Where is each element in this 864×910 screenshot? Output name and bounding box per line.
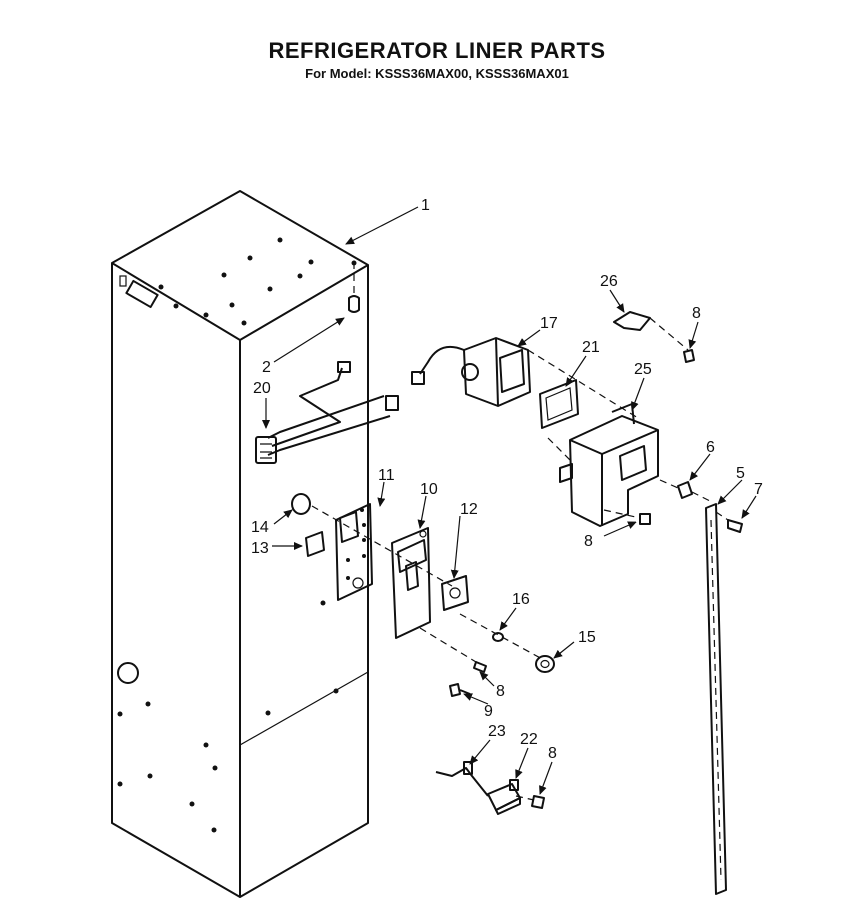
part-12-gasket — [441, 575, 469, 611]
part-22-switch — [487, 779, 521, 815]
callout-8-switch: 8 — [548, 745, 557, 762]
callout-labels: 1 2 20 11 10 12 14 13 17 21 26 8 25 6 5 … — [251, 197, 763, 762]
callout-6: 6 — [706, 439, 715, 456]
liner-cabinet — [111, 190, 369, 898]
leader-lines — [262, 206, 757, 795]
callout-17: 17 — [540, 315, 558, 332]
part-8-screw-lower — [419, 627, 487, 673]
callout-9: 9 — [484, 703, 493, 720]
part-11-bracket — [335, 503, 373, 601]
callout-14: 14 — [251, 519, 269, 536]
callout-7: 7 — [754, 481, 763, 498]
page-title: REFRIGERATOR LINER PARTS — [268, 38, 606, 63]
part-2-plug — [348, 262, 360, 313]
part-20-wire-harness — [255, 361, 399, 464]
callout-2: 2 — [262, 359, 271, 376]
callout-15: 15 — [578, 629, 596, 646]
part-23-wire — [435, 761, 489, 797]
callout-10: 10 — [420, 481, 438, 498]
callout-23: 23 — [488, 723, 506, 740]
part-6-nut — [659, 479, 713, 503]
part-9-screw — [449, 683, 471, 697]
part-10-housing — [391, 527, 431, 639]
part-8-screw-cover — [603, 509, 651, 525]
callout-20: 20 — [253, 380, 271, 397]
callout-8-cover: 8 — [584, 533, 593, 550]
part-15-knob — [535, 655, 555, 673]
callout-12: 12 — [460, 501, 478, 518]
part-14-button — [291, 493, 311, 515]
part-8-screw-switch — [515, 795, 545, 809]
part-7-screw — [715, 511, 743, 533]
part-13-pad — [305, 531, 325, 557]
part-26-clip — [613, 311, 689, 351]
callout-8-top: 8 — [692, 305, 701, 322]
part-5-rod — [705, 503, 727, 895]
part-16-washer — [492, 632, 504, 642]
callout-22: 22 — [520, 731, 538, 748]
model-line: For Model: KSSS36MAX00, KSSS36MAX01 — [305, 66, 569, 81]
part-17-damper — [411, 337, 531, 407]
part-25-cover — [547, 403, 659, 527]
callout-25: 25 — [634, 361, 652, 378]
callout-1: 1 — [421, 197, 430, 214]
part-8-screw-top — [683, 349, 695, 363]
callout-16: 16 — [512, 591, 530, 608]
callout-13: 13 — [251, 540, 269, 557]
callout-5: 5 — [736, 465, 745, 482]
callout-21: 21 — [582, 339, 600, 356]
callout-8-lower: 8 — [496, 683, 505, 700]
callout-26: 26 — [600, 273, 618, 290]
part-21-gasket — [539, 379, 579, 429]
callout-11: 11 — [378, 467, 395, 484]
